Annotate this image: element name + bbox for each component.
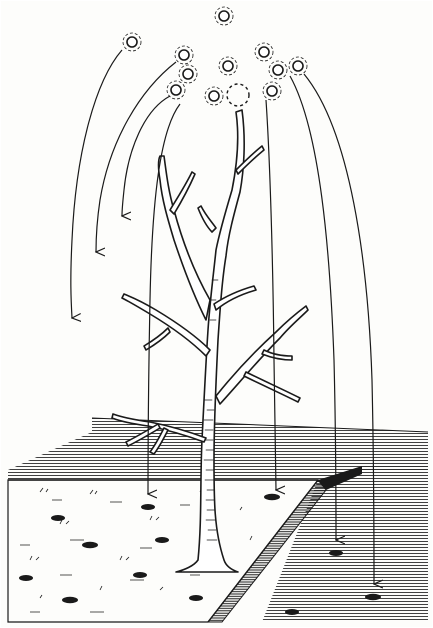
- seed-pod: [123, 33, 141, 51]
- branch-lower-right-twig-2: [262, 350, 292, 360]
- seed-pod: [179, 65, 197, 83]
- seed-pod: [255, 43, 273, 61]
- branch-lower-right: [216, 306, 308, 404]
- arrow-1: [71, 50, 122, 318]
- branch-small-upper: [170, 172, 195, 214]
- seed-pod: [205, 87, 223, 105]
- branch-middle-left: [122, 294, 210, 356]
- branch-upper-left: [159, 156, 211, 320]
- seed-pod: [269, 61, 287, 79]
- seed-pod: [263, 82, 281, 100]
- seed-pod: [289, 57, 307, 75]
- seed-pod: [215, 7, 233, 25]
- seed-pods: [123, 7, 307, 106]
- seed-pod: [175, 46, 193, 64]
- branch-middle-left-twig: [144, 328, 170, 350]
- seed-pod: [219, 57, 237, 75]
- branch-twig-center: [198, 206, 216, 232]
- branch-lower-right-twig: [244, 372, 300, 402]
- seed-pod-empty: [227, 84, 249, 106]
